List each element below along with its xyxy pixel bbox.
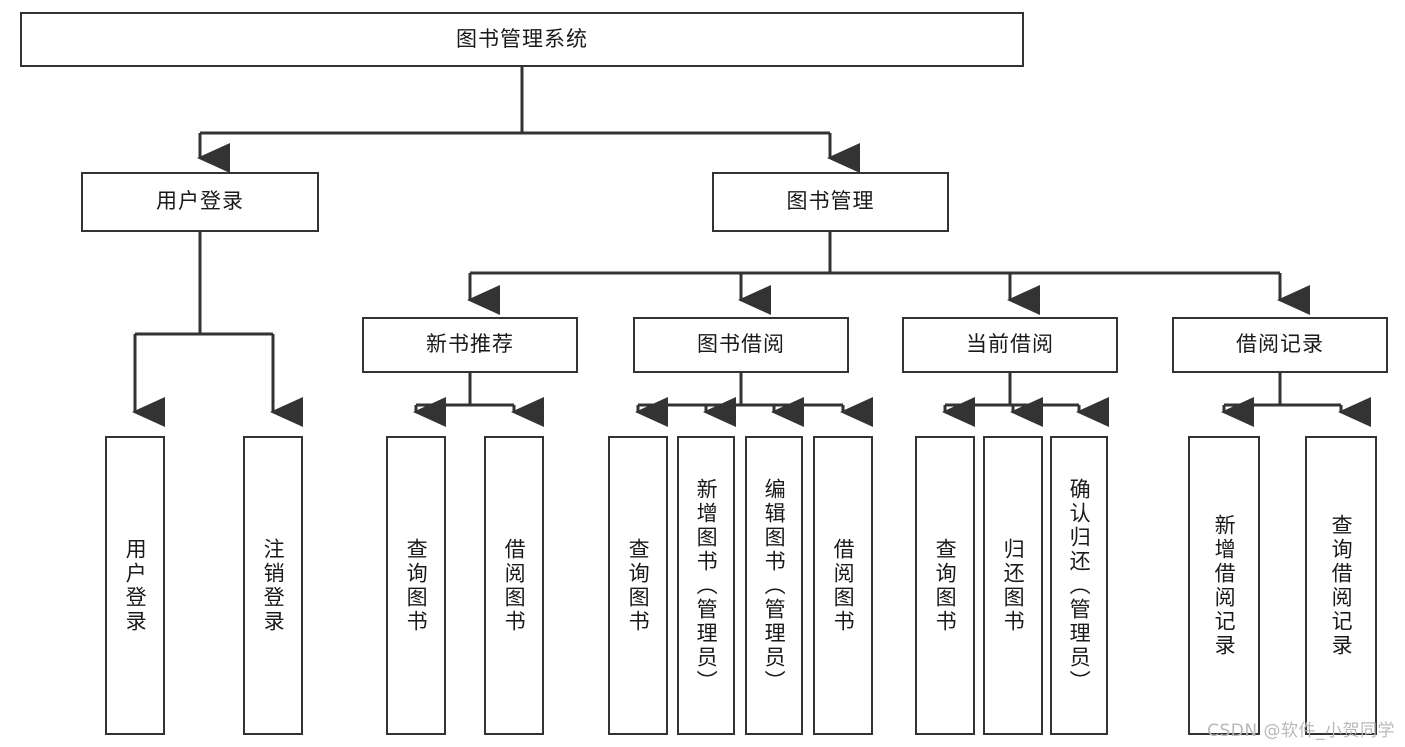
node-root[interactable]: 图书管理系统 <box>20 12 1024 67</box>
node-root-label: 图书管理系统 <box>456 26 588 51</box>
node-book-borrow[interactable]: 图书借阅 <box>633 317 849 373</box>
node-leaf-query-book-3[interactable]: 查询图书 <box>915 436 975 735</box>
node-leaf-borrow-book-2-label: 借阅图书 <box>831 537 856 634</box>
node-leaf-edit-book[interactable]: 编辑图书（管理员） <box>745 436 803 735</box>
node-borrow-record-label: 借阅记录 <box>1236 332 1324 357</box>
node-leaf-confirm-return-label: 确认归还（管理员） <box>1067 477 1092 694</box>
node-new-book-recommend[interactable]: 新书推荐 <box>362 317 578 373</box>
node-user-login[interactable]: 用户登录 <box>81 172 319 232</box>
node-leaf-return-book[interactable]: 归还图书 <box>983 436 1043 735</box>
node-leaf-query-book-2[interactable]: 查询图书 <box>608 436 668 735</box>
node-leaf-add-book-label: 新增图书（管理员） <box>694 477 719 694</box>
watermark-label: CSDN @软件_小贺同学 <box>1207 721 1395 741</box>
node-leaf-logout[interactable]: 注销登录 <box>243 436 303 735</box>
node-new-book-recommend-label: 新书推荐 <box>426 332 514 357</box>
node-leaf-user-login-label: 用户登录 <box>123 537 148 634</box>
node-leaf-borrow-book-1[interactable]: 借阅图书 <box>484 436 544 735</box>
node-leaf-query-book-1[interactable]: 查询图书 <box>386 436 446 735</box>
node-leaf-add-record[interactable]: 新增借阅记录 <box>1188 436 1260 735</box>
node-leaf-query-record[interactable]: 查询借阅记录 <box>1305 436 1377 735</box>
node-book-management[interactable]: 图书管理 <box>712 172 949 232</box>
node-leaf-borrow-book-1-label: 借阅图书 <box>502 537 527 634</box>
node-leaf-logout-label: 注销登录 <box>261 537 286 634</box>
node-leaf-user-login[interactable]: 用户登录 <box>105 436 165 735</box>
node-leaf-query-book-1-label: 查询图书 <box>404 537 429 634</box>
node-leaf-borrow-book-2[interactable]: 借阅图书 <box>813 436 873 735</box>
node-leaf-query-book-3-label: 查询图书 <box>933 537 958 634</box>
node-leaf-confirm-return[interactable]: 确认归还（管理员） <box>1050 436 1108 735</box>
node-current-borrow-label: 当前借阅 <box>966 332 1054 357</box>
node-leaf-query-book-2-label: 查询图书 <box>626 537 651 634</box>
node-user-login-label: 用户登录 <box>156 189 244 214</box>
node-leaf-add-book[interactable]: 新增图书（管理员） <box>677 436 735 735</box>
node-leaf-query-record-label: 查询借阅记录 <box>1329 513 1354 658</box>
node-leaf-return-book-label: 归还图书 <box>1001 537 1026 634</box>
node-book-management-label: 图书管理 <box>786 189 875 214</box>
node-borrow-record[interactable]: 借阅记录 <box>1172 317 1388 373</box>
node-leaf-edit-book-label: 编辑图书（管理员） <box>762 477 787 694</box>
node-leaf-add-record-label: 新增借阅记录 <box>1212 513 1237 658</box>
node-book-borrow-label: 图书借阅 <box>697 332 785 357</box>
node-current-borrow[interactable]: 当前借阅 <box>902 317 1118 373</box>
